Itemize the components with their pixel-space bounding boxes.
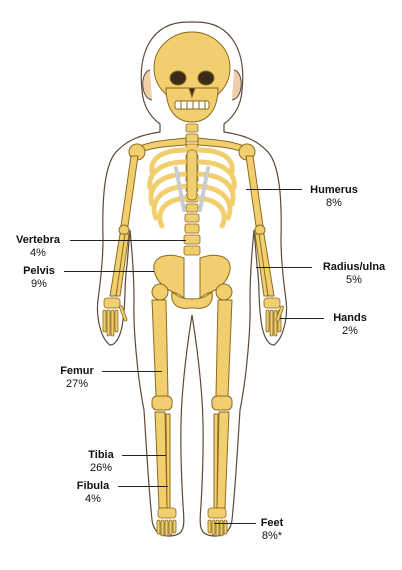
label-humerus: Humerus 8%: [304, 184, 364, 210]
femur-leader: [102, 371, 162, 372]
vertebra-leader: [70, 240, 186, 241]
label-tibia-name: Tibia: [88, 449, 114, 461]
pelvis-bone: [151, 254, 233, 309]
fibula-leader: [118, 486, 168, 487]
label-humerus-pct: 8%: [326, 197, 342, 209]
hands-leader: [280, 318, 324, 319]
radius-ulna-leader: [256, 267, 312, 268]
label-vertebra: Vertebra 4%: [8, 234, 68, 260]
label-femur-pct: 27%: [65, 378, 89, 390]
label-feet: Feet 8%*: [250, 517, 294, 543]
feet-bones: [156, 507, 228, 537]
label-pelvis-pct: 9%: [31, 278, 47, 290]
label-radius-ulna-name: Radius/ulna: [322, 261, 386, 273]
label-hands-pct: 2%: [342, 325, 358, 337]
label-vertebra-pct: 4%: [30, 247, 46, 259]
label-femur: Femur 27%: [50, 365, 104, 391]
feet-leader: [214, 523, 256, 524]
label-hands: Hands 2%: [322, 312, 378, 338]
hands-bones: [102, 297, 284, 337]
label-feet-pct: 8%*: [261, 530, 283, 542]
label-tibia-pct: 26%: [89, 462, 113, 474]
label-hands-name: Hands: [333, 312, 367, 324]
label-humerus-name: Humerus: [310, 184, 358, 196]
label-vertebra-name: Vertebra: [15, 234, 61, 246]
label-femur-name: Femur: [60, 365, 94, 377]
label-pelvis: Pelvis 9%: [14, 265, 64, 291]
label-fibula-pct: 4%: [85, 493, 101, 505]
body-outline: [96, 21, 288, 537]
label-fibula-name: Fibula: [76, 480, 110, 492]
ribcage: [147, 147, 237, 229]
humerus-leader: [246, 189, 302, 190]
right-ear: [231, 69, 242, 101]
tibia-leader: [122, 455, 166, 456]
arms: [109, 155, 275, 297]
label-tibia: Tibia 26%: [78, 449, 124, 475]
sternum: [186, 149, 198, 201]
label-fibula: Fibula 4%: [68, 480, 118, 506]
label-feet-name: Feet: [260, 517, 284, 529]
label-radius-ulna: Radius/ulna 5%: [312, 261, 396, 287]
label-radius-ulna-pct: 5%: [346, 274, 362, 286]
pelvis-leader: [64, 271, 154, 272]
skull: [153, 31, 231, 123]
left-ear: [142, 69, 153, 101]
legs: [151, 299, 233, 509]
label-pelvis-name: Pelvis: [23, 265, 55, 277]
